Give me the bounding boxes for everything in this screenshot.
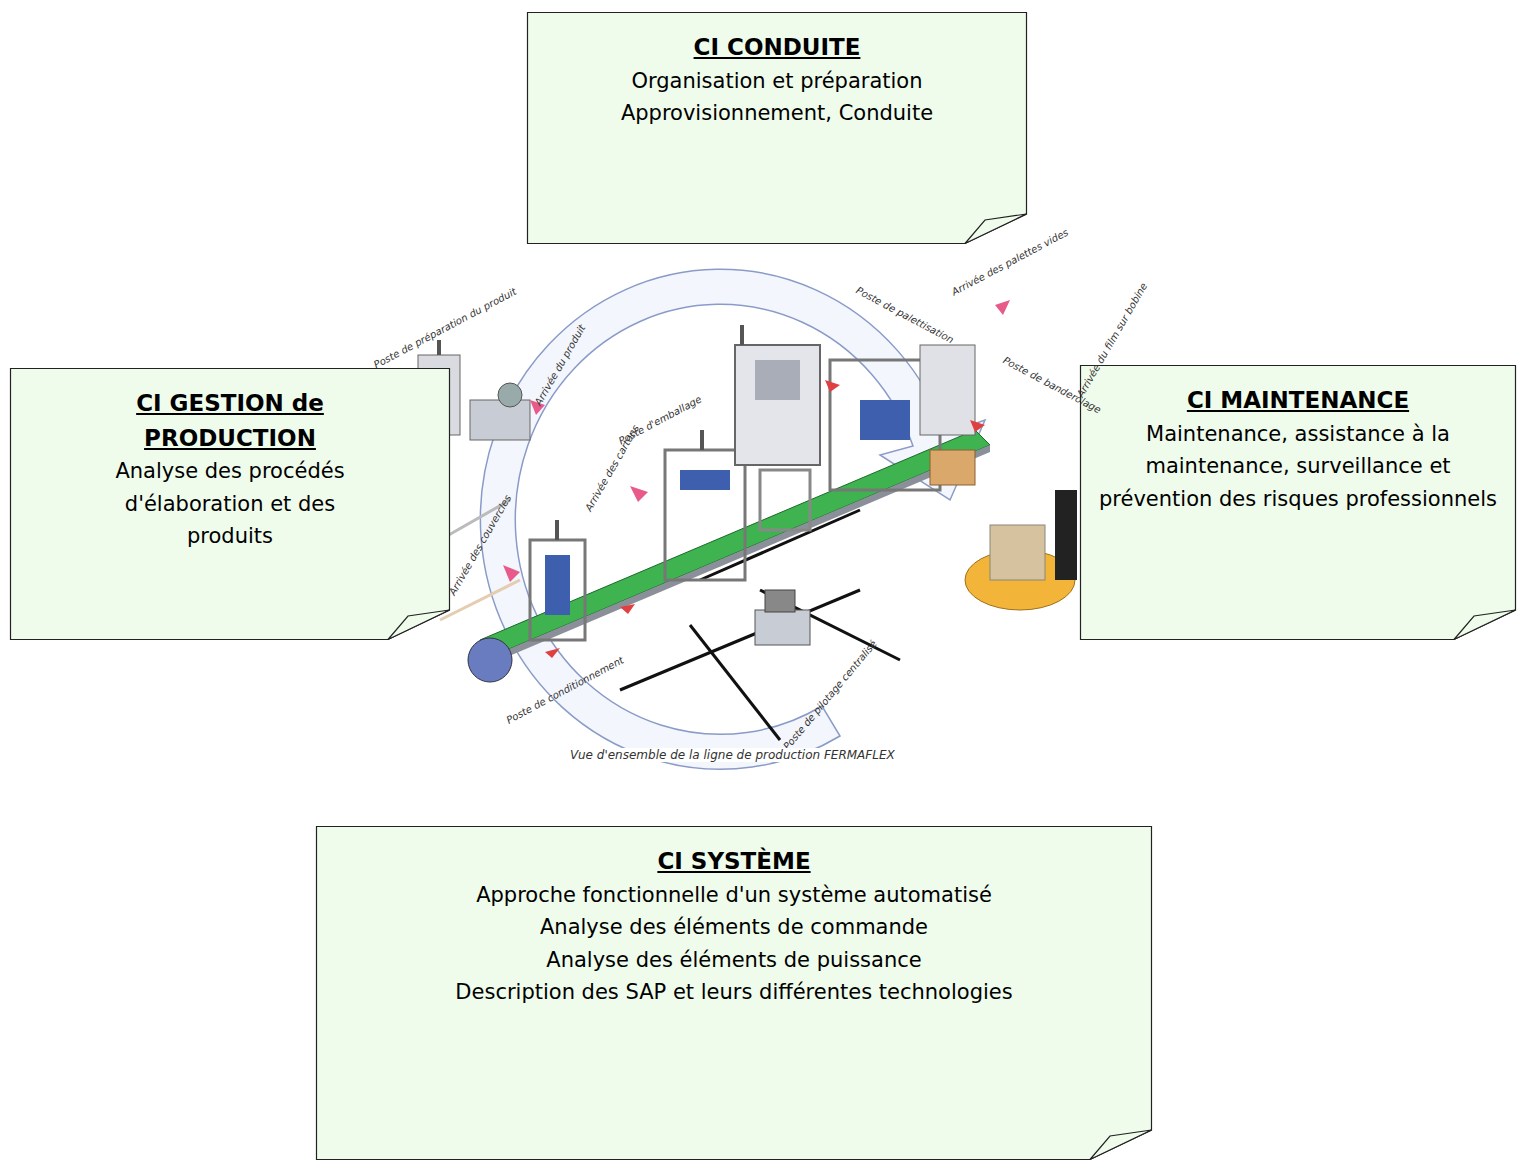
flow-arrows: [503, 300, 1110, 582]
note-fold: [1454, 610, 1516, 640]
note-heading: CI GESTION de PRODUCTION: [85, 386, 375, 455]
note-text: Approche fonctionnelle d'un système auto…: [414, 879, 1054, 912]
note-box: CI SYSTÈMEApproche fonctionnelle d'un sy…: [316, 826, 1152, 1160]
illustration-caption: Vue d'ensemble de la ligne de production…: [568, 748, 897, 762]
note-heading: CI SYSTÈME: [414, 844, 1054, 879]
note-text: Analyse des procédés d'élaboration et de…: [85, 455, 375, 553]
note-text: Description des SAP et leurs différentes…: [414, 976, 1054, 1009]
note-fold: [388, 610, 450, 640]
conveyor: [468, 430, 990, 682]
palletising-station: [735, 325, 975, 490]
conditioning-station: [530, 520, 585, 640]
transfer-arrows: [545, 380, 985, 658]
note-fold: [1090, 1130, 1152, 1160]
note-text: Organisation et préparation: [557, 65, 997, 98]
note-heading: CI CONDUITE: [557, 30, 997, 65]
note-border: [1081, 366, 1516, 640]
control-desk: [755, 590, 810, 645]
note-text: Analyse des éléments de puissance: [414, 944, 1054, 977]
note-border: [11, 369, 450, 640]
note-text: Maintenance, assistance à la maintenance…: [1098, 418, 1498, 516]
station-label: Arrivée des cartons: [583, 423, 641, 513]
note-border: [317, 827, 1152, 1160]
note-fold: [965, 214, 1027, 244]
note-box: CI GESTION de PRODUCTIONAnalyse des proc…: [10, 368, 450, 640]
note-text: Analyse des éléments de commande: [414, 911, 1054, 944]
note-border: [528, 13, 1027, 244]
note-heading: CI MAINTENANCE: [1098, 383, 1498, 418]
cycle-arrow: [480, 269, 985, 769]
note-box: CI MAINTENANCEMaintenance, assistance à …: [1080, 365, 1516, 640]
note-text: Approvisionnement, Conduite: [557, 97, 997, 130]
note-box: CI CONDUITEOrganisation et préparationAp…: [527, 12, 1027, 244]
